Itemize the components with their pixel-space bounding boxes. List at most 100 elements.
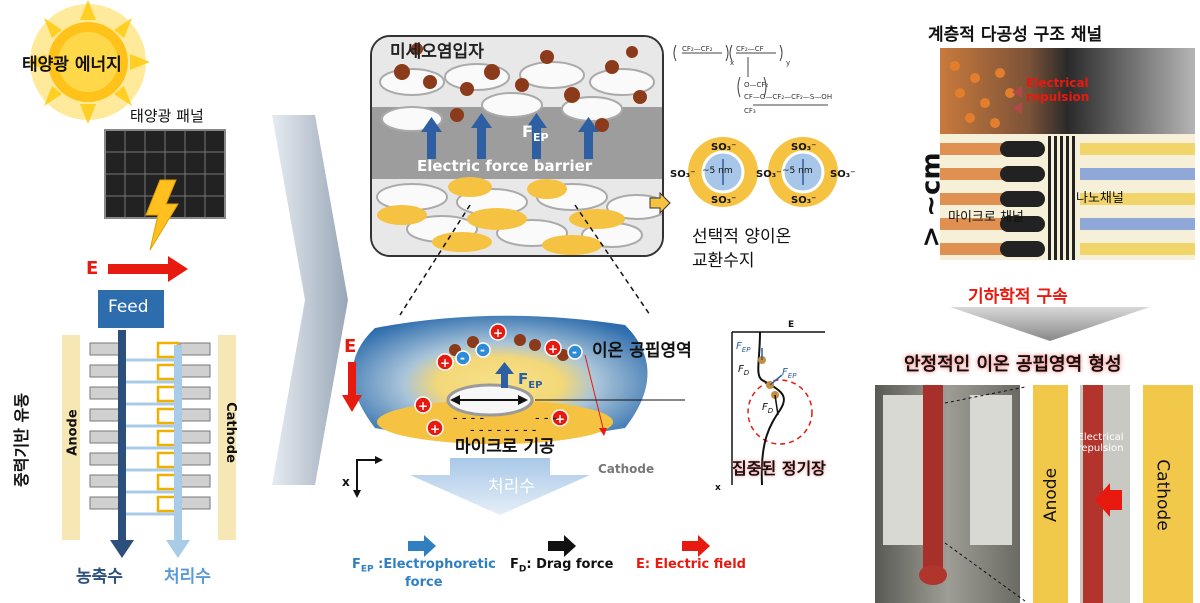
plot-fep-1: FEP [736,341,751,354]
e-down-arrow [342,362,362,412]
svg-text:+: + [493,326,503,340]
plot-fd-1-sub: D [743,369,750,377]
lightning-icon [145,179,179,251]
svg-text:SO₃⁻: SO₃⁻ [791,195,816,206]
svg-text:CF₃: CF₃ [744,107,756,115]
scale-label: > ~cm [916,152,947,248]
fd-legend-prefix: F [510,557,519,572]
plot-fep-1-sub: EP [741,346,751,354]
fd-legend-sub: D [518,564,527,575]
cathode-small-label: Cathode [598,462,655,476]
nano-channel-label: 나노채널 [1076,191,1124,206]
svg-text:- - - -: - - - - [453,411,484,426]
svg-text:SO₃⁻: SO₃⁻ [756,169,781,180]
zoom-lines [399,204,651,316]
fep-legend-label-2: force [405,575,443,590]
svg-text:SO₃⁻: SO₃⁻ [670,169,695,180]
pore-size-label-2: ~5 nm [782,166,813,176]
cross-flow-lines [126,358,174,516]
ion-depletion-label: 이온 공핍영역 [592,341,692,361]
svg-text:SO₃⁻: SO₃⁻ [711,195,736,206]
fep-legend-label: FEP :Electrophoretic [352,557,496,575]
resin-label-2: 교환수지 [692,251,755,271]
fep-legend-arrow [408,535,436,557]
anode-plate [62,335,80,540]
e-down-label: E [344,336,357,357]
cathode-label: Cathode [222,402,238,463]
svg-text:-: - [460,351,465,365]
microplastics-label: 미세오염입자 [390,42,484,62]
svg-text:+: + [430,422,440,436]
fd-legend-arrow [548,535,576,557]
e-label: E [86,258,99,279]
electrode-zoom [1033,385,1193,603]
anode-label: Anode [65,409,81,456]
svg-text:O—CF₂: O—CF₂ [744,81,768,89]
right-title: 계층적 다공성 구조 채널 [928,25,1103,45]
solar-panel-label: 태양광 패널 [130,107,204,125]
micro-pore-label: 마이크로 기공 [455,437,555,457]
e-legend-label: E: Electric field [636,557,746,572]
fep-legend-prefix: F [352,557,361,572]
svg-text:CF₂—CF₂: CF₂—CF₂ [682,45,713,53]
svg-text:+: + [548,342,558,356]
svg-text:- - -: - - - [535,411,558,426]
treated-label: 처리수 [164,567,211,587]
concentrate-label: 농축수 [76,567,123,587]
plot-fep-2: FEP [782,367,797,380]
svg-text:+: + [555,412,565,426]
gravity-flow-label: 중력기반 유동 [11,393,31,487]
concentrate-flow-arrow [110,330,134,558]
photo-cathode-label: Cathode [1152,459,1173,531]
resin-label-1: 선택적 양이온 [692,227,792,247]
plot-fep-2-sub: EP [787,372,797,380]
svg-text:SO₃⁻: SO₃⁻ [830,169,855,180]
treated-flow-arrow [166,345,190,558]
hierarchical-channel [940,48,1195,260]
sulfonate-clusters: SO₃⁻SO₃⁻SO₃⁻ SO₃⁻SO₃⁻SO₃⁻ SO₃⁻ [670,137,855,207]
fep-legend-sub: EP [360,564,374,575]
pore-size-label-1: ~5 nm [702,166,733,176]
electric-field-arrow [108,256,188,282]
plot-fd-1: FD [738,364,750,377]
feed-box [98,290,164,328]
svg-text:x: x [730,59,734,67]
fep-legend-text: :Electrophoretic [373,557,496,572]
photo-repulsion-label: Electrical repulsion [1077,432,1124,454]
sun-icon [26,0,150,124]
geometric-label: 기하학적 구속 [968,287,1068,307]
fep-depletion-sub: EP [528,380,543,391]
fep-sub: EP [532,131,549,145]
svg-text:+: + [440,356,450,370]
svg-text:+: + [418,399,428,413]
fd-legend-text: : Drag force [526,557,614,572]
svg-text:SO₃⁻: SO₃⁻ [791,142,816,153]
stable-label: 안정적인 이온 공핍영역 형성 [904,354,1122,375]
svg-text:CF—O—CF₂—CF₂—S—OH: CF—O—CF₂—CF₂—S—OH [744,93,832,101]
device-photo [875,385,1020,603]
axis-x-label: x [342,475,350,489]
treated-center-label: 처리수 [488,477,535,497]
photo-anode-label: Anode [1041,467,1062,523]
depletion-diagram: +++ +++ --- - - - -- - - - - - - - - - - [352,315,685,515]
cathode-plate [218,335,236,540]
e-legend-arrow [682,535,710,557]
plot-fd-2: FD [762,402,774,415]
svg-text:-: - [480,343,485,357]
left-panel: 태양광 에너지 태양광 패널 E Feed 중력기반 유동 Anode Cath… [0,0,270,603]
down-arrow-gray [950,307,1150,341]
legend-arrows [408,535,710,557]
svg-text:-: - [572,345,577,359]
fep-barrier-label: FEP [522,122,549,145]
plot-fd-2-sub: D [767,407,774,415]
concentrated-field-label: 집중된 정기장 [732,459,826,478]
pointer-arrow [649,192,671,215]
plot-x-label: x [715,483,721,493]
fep-depletion-label: FEP [518,370,543,391]
process-chevron [272,115,348,485]
solar-energy-label: 태양광 에너지 [22,55,122,75]
zoom-lines-right [944,386,1026,602]
svg-text:- - - - - - - -: - - - - - - - - [470,423,537,438]
svg-text:y: y [786,59,790,67]
